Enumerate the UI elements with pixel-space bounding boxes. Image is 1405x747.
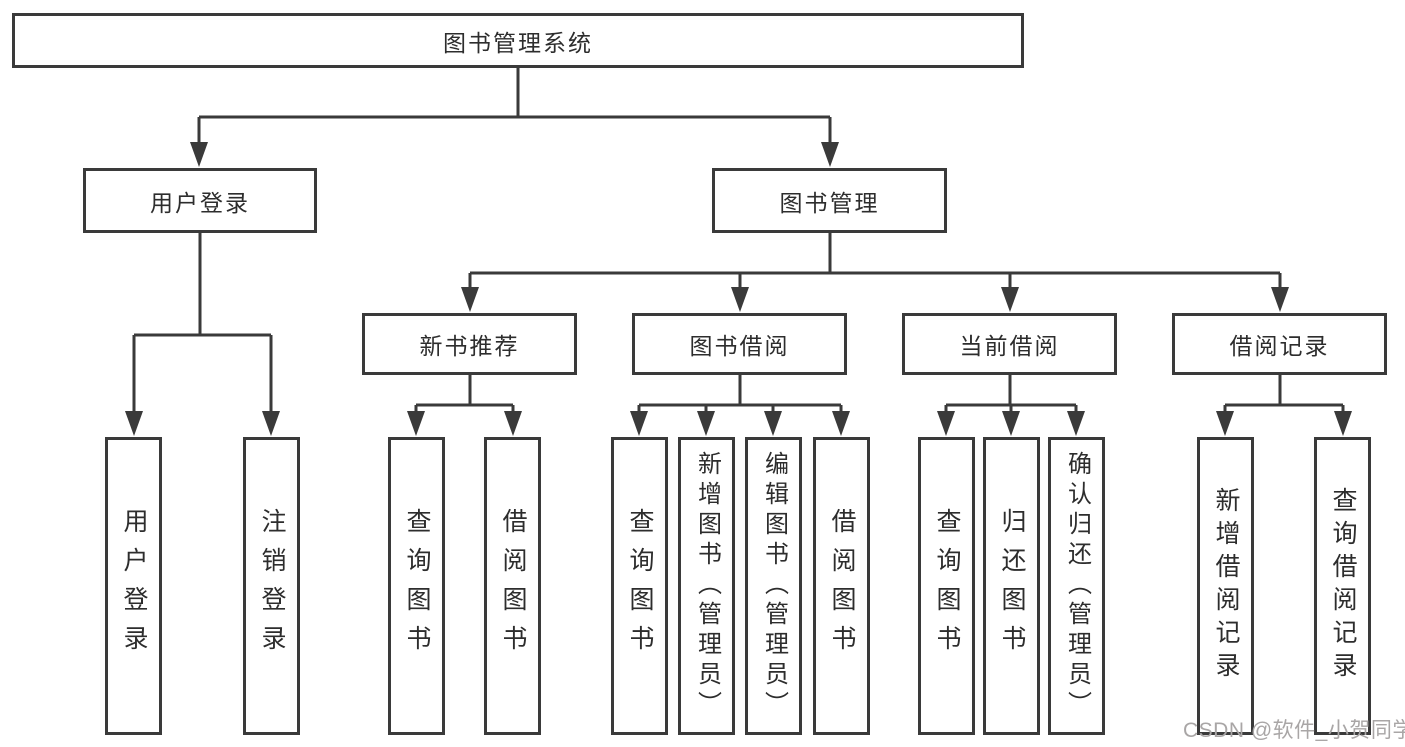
leaf-node-query-books-recommend: 查询图书	[388, 437, 445, 735]
leaf-node-add-books-admin: 新增图书（管理员）	[678, 437, 735, 735]
leaf-node-label: 归还图书	[998, 508, 1026, 664]
leaf-node-borrow-books: 借阅图书	[813, 437, 870, 735]
module-node-label: 当前借阅	[959, 333, 1060, 359]
module-node-book-borrowing: 图书借阅	[632, 313, 847, 375]
module-node-new-book-recommend: 新书推荐	[362, 313, 577, 375]
module-node-label: 图书借阅	[689, 333, 790, 359]
leaf-node-logout: 注销登录	[243, 437, 300, 735]
leaf-node-label: 查询图书	[933, 508, 961, 664]
leaf-node-user-login: 用户登录	[105, 437, 162, 735]
module-node-current-borrowing: 当前借阅	[902, 313, 1117, 375]
leaf-node-label: 查询借阅记录	[1329, 487, 1357, 685]
leaf-node-query-books-current: 查询图书	[918, 437, 975, 735]
leaf-node-label: 查询图书	[403, 508, 431, 664]
leaf-node-label: 查询图书	[626, 508, 654, 664]
leaf-node-label: 注销登录	[258, 508, 286, 664]
branch-node-label: 图书管理	[779, 189, 880, 216]
leaf-node-label: 新增借阅记录	[1212, 487, 1240, 685]
module-node-label: 借阅记录	[1229, 333, 1330, 359]
arrowheads	[125, 142, 1352, 436]
branch-node-user-login: 用户登录	[83, 168, 317, 233]
leaf-node-confirm-return-admin: 确认归还（管理员）	[1048, 437, 1105, 735]
leaf-node-label: 借阅图书	[828, 508, 856, 664]
module-node-label: 新书推荐	[419, 333, 520, 359]
leaf-node-label: 新增图书（管理员）	[693, 451, 721, 721]
leaf-node-borrow-books-recommend: 借阅图书	[484, 437, 541, 735]
leaf-node-add-borrow-record: 新增借阅记录	[1197, 437, 1254, 735]
branch-node-label: 用户登录	[150, 189, 250, 216]
leaf-node-label: 借阅图书	[499, 508, 527, 664]
root-node-library-management-system: 图书管理系统	[12, 13, 1024, 68]
leaf-node-return-books: 归还图书	[983, 437, 1040, 735]
module-node-borrow-records: 借阅记录	[1172, 313, 1387, 375]
root-node-label: 图书管理系统	[443, 29, 593, 56]
leaf-node-label: 编辑图书（管理员）	[760, 451, 788, 721]
csdn-watermark: CSDN @软件_小贺同学	[1183, 719, 1405, 742]
leaf-node-label: 确认归还（管理员）	[1063, 451, 1091, 721]
branch-node-book-management: 图书管理	[712, 168, 947, 233]
leaf-node-label: 用户登录	[120, 508, 148, 664]
leaf-node-query-borrow-record: 查询借阅记录	[1314, 437, 1371, 735]
leaf-node-query-books: 查询图书	[611, 437, 668, 735]
leaf-node-edit-books-admin: 编辑图书（管理员）	[745, 437, 802, 735]
